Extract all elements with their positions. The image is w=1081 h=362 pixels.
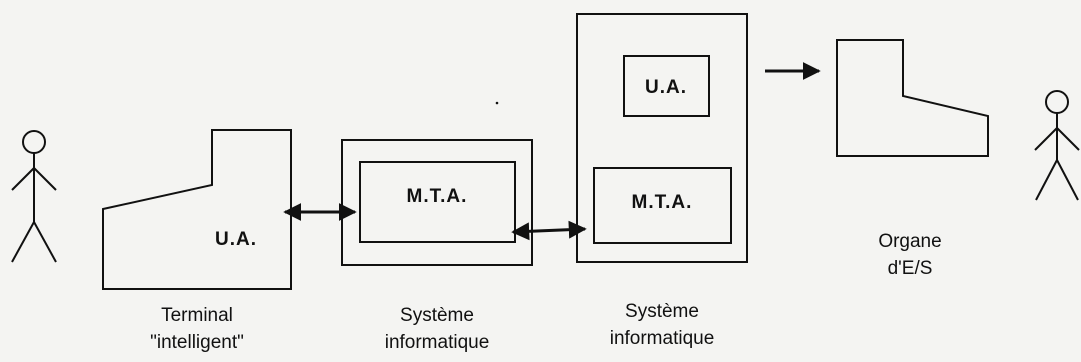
terminal-caption: Terminal "intelligent" [127, 302, 267, 356]
system2-mta-label: M.T.A. [632, 192, 693, 213]
terminal-shape [102, 129, 292, 290]
system2-caption-line1: Système [625, 301, 699, 322]
io-device-shape [836, 39, 989, 157]
arrow-system1-system2 [511, 220, 587, 241]
system1-caption-line2: informatique [384, 332, 490, 353]
io-device-caption: Organe d'E/S [840, 228, 980, 282]
io-device-caption-line1: Organe [878, 231, 942, 252]
system2-caption: Système informatique [567, 298, 757, 352]
dot-mark [495, 101, 499, 105]
system2-caption-line2: informatique [609, 328, 715, 349]
system2-mta-box [593, 167, 732, 244]
system1-mta-label: M.T.A. [407, 186, 468, 207]
person-icon [1034, 90, 1080, 201]
terminal-caption-line1: Terminal [161, 305, 233, 326]
system2-frame [576, 13, 748, 263]
system2-ua-label: U.A. [645, 77, 687, 98]
terminal-ua-label: U.A. [215, 229, 257, 250]
person-icon [11, 130, 57, 263]
system1-mta-box [359, 161, 516, 243]
terminal-caption-line2: "intelligent" [150, 332, 244, 353]
io-device-caption-line2: d'E/S [887, 258, 933, 279]
system1-caption: Système informatique [342, 302, 532, 356]
system1-caption-line1: Système [400, 305, 474, 326]
system1-frame [341, 139, 533, 266]
system2-ua-box [623, 55, 710, 117]
